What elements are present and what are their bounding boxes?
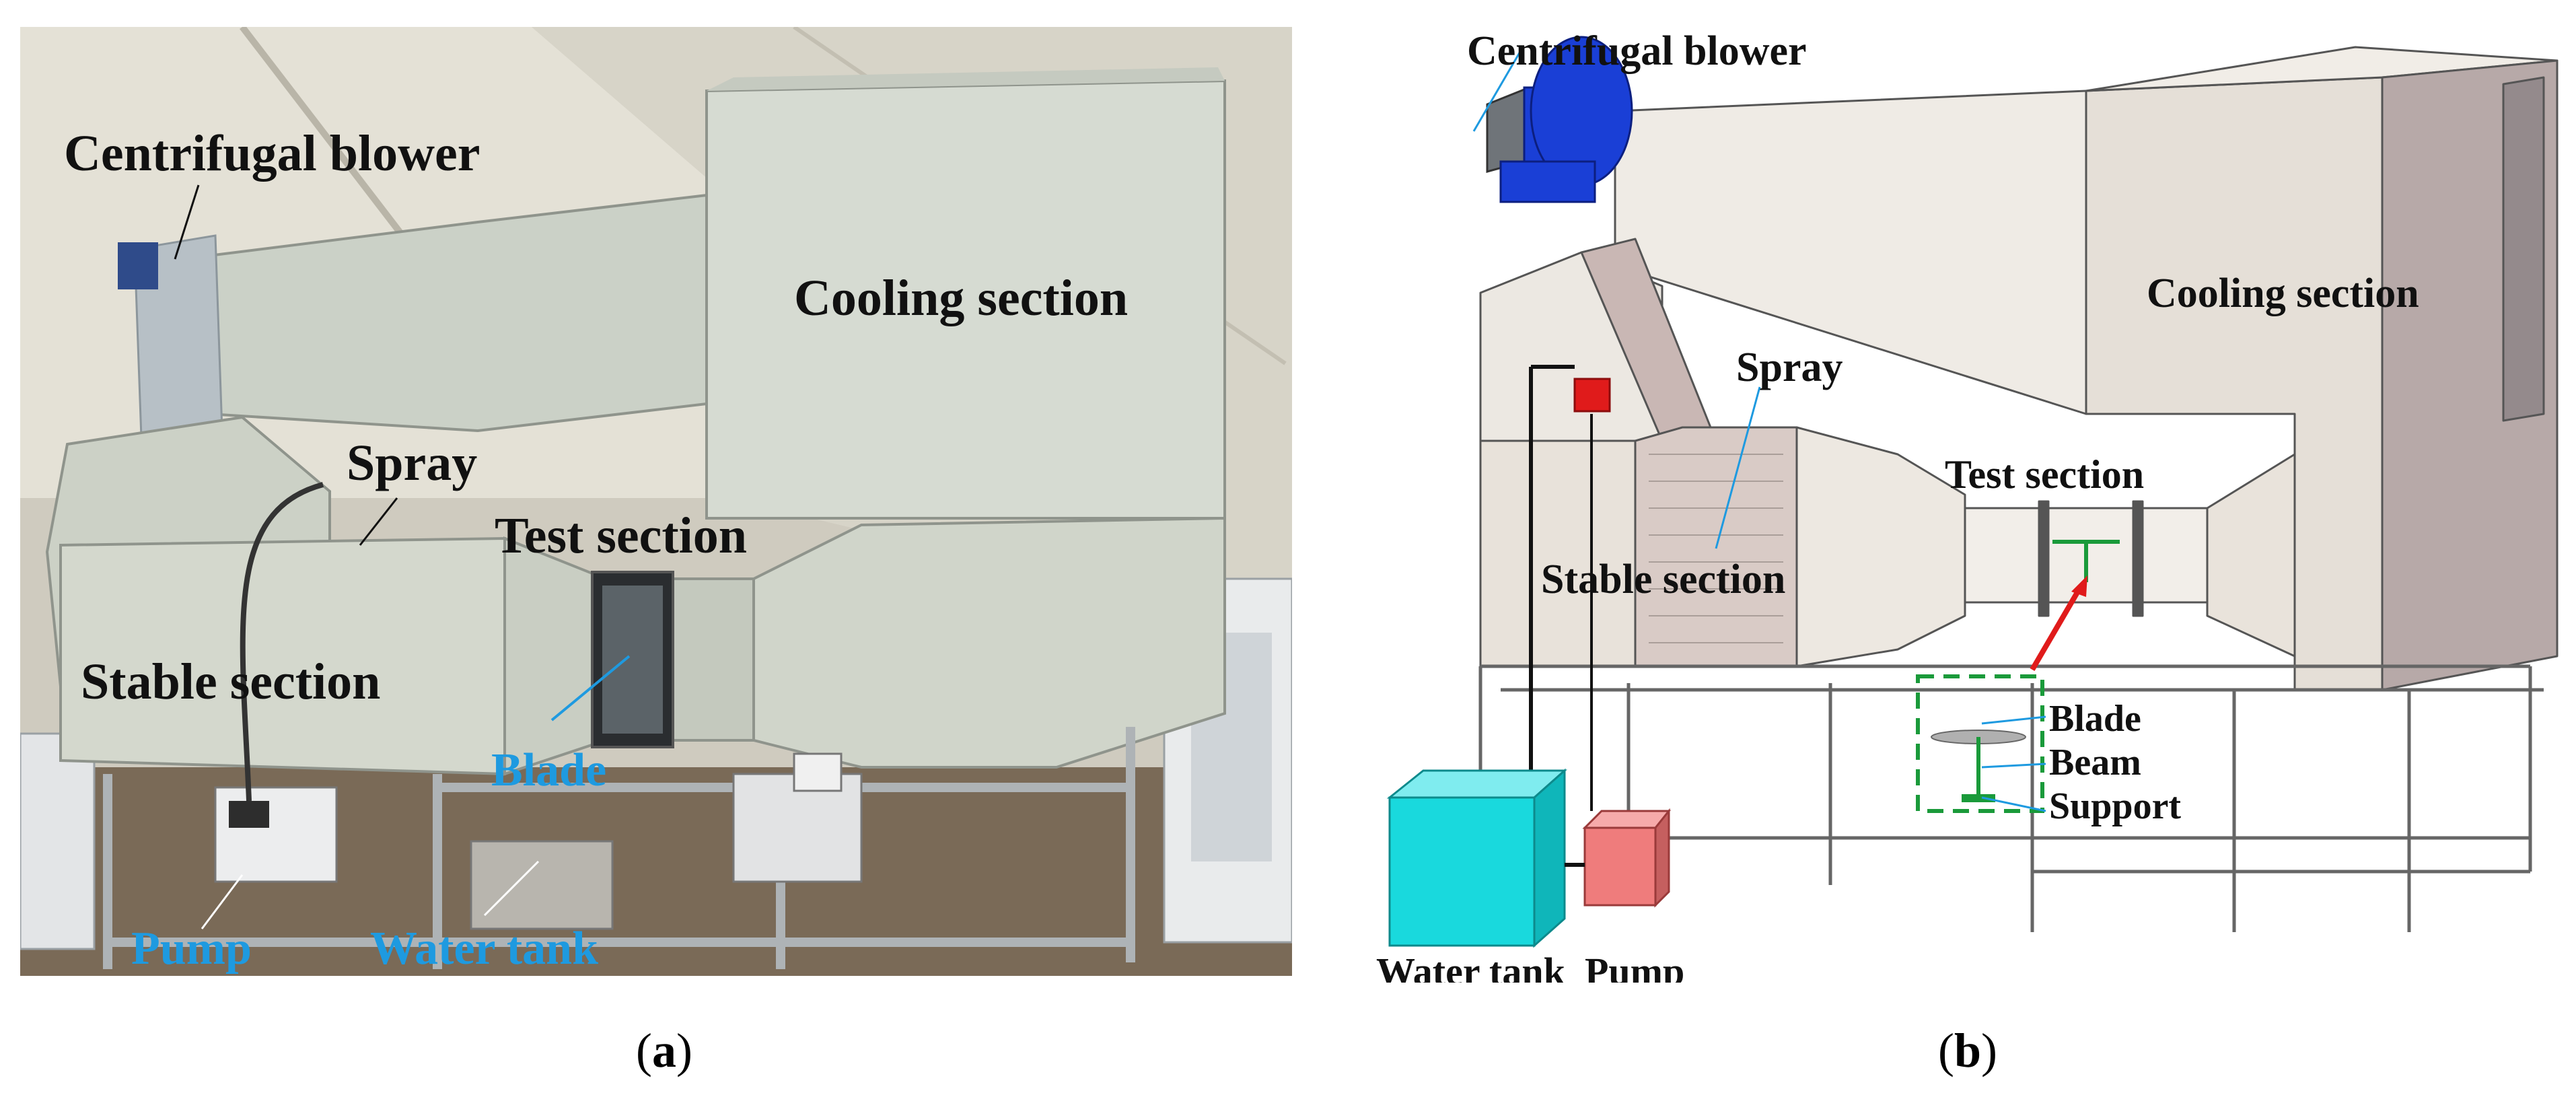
- water-tank-unit: [470, 840, 614, 930]
- zoom-arrow-head: [2071, 575, 2087, 597]
- leader-blower: [174, 184, 200, 260]
- rear-diffuser: [2206, 453, 2296, 658]
- upper-diffuser: [1614, 90, 2087, 415]
- label-test-section: Test section: [495, 507, 748, 564]
- zoom-arrow: [2030, 587, 2082, 672]
- caption-a-letter: a: [651, 1024, 676, 1078]
- label-water-tank: Water tank: [370, 923, 598, 975]
- label-support: Support: [2049, 785, 2182, 827]
- leader-blower: [1472, 50, 1522, 132]
- blower-motor: [1486, 87, 1526, 173]
- table-frame: [1478, 664, 2544, 932]
- caption-a-close: ): [676, 1024, 692, 1078]
- label-spray: Spray: [347, 435, 478, 491]
- leader-support: [1981, 796, 2046, 812]
- schematic-scene: [1386, 36, 2559, 948]
- label-cooling-section: Cooling section: [2147, 271, 2419, 316]
- label-spray: Spray: [1736, 345, 1843, 390]
- label-water-tank: Water tank: [1376, 950, 1565, 983]
- caption-a: (a): [636, 1023, 692, 1079]
- return-duct: [752, 516, 1226, 769]
- label-test-section: Test section: [1945, 452, 2145, 497]
- label-pump: Pump: [1585, 950, 1685, 983]
- left-equipment: [20, 732, 96, 950]
- caption-b-open: (: [1938, 1024, 1954, 1078]
- cooling-box-top: [707, 67, 1225, 91]
- leader-beam: [1981, 763, 2046, 769]
- leader-pump: [201, 874, 244, 929]
- label-blade: Blade: [491, 744, 607, 796]
- leader-blade: [1981, 715, 2046, 725]
- caption-b: (b): [1938, 1023, 1997, 1079]
- cooling-section-side-panel: [2502, 76, 2545, 422]
- pump-front: [1583, 826, 1657, 907]
- spray-nozzle-box: [1573, 378, 1611, 413]
- leader-spray: [359, 497, 398, 546]
- label-blade: Blade: [2049, 698, 2141, 740]
- water-tank-front: [1388, 796, 1536, 947]
- leader-water-tank: [483, 860, 540, 917]
- stable-section-front: [1479, 439, 1637, 668]
- water-tank-side: [1533, 768, 1566, 948]
- spray-hose: [240, 482, 324, 802]
- label-centrifugal-blower: Centrifugal blower: [64, 125, 480, 182]
- test-flange-2: [2132, 500, 2144, 617]
- contraction: [503, 536, 607, 776]
- spray-grid: [1649, 454, 1783, 643]
- pump-side: [1654, 808, 1670, 908]
- caption-b-close: ): [1981, 1024, 1998, 1078]
- panel-a-photo: Centrifugal blower Cooling section Spray…: [20, 27, 1292, 976]
- label-beam: Beam: [2049, 742, 2141, 783]
- inset-support: [1962, 794, 1995, 802]
- blower-base: [1499, 160, 1596, 203]
- label-stable-section: Stable section: [1541, 557, 1786, 602]
- label-stable-section: Stable section: [81, 654, 381, 710]
- meter: [793, 752, 843, 792]
- label-pump: Pump: [131, 923, 252, 975]
- test-flange-1: [2038, 500, 2050, 617]
- leader-spray: [1715, 386, 1761, 549]
- contraction-nozzle: [1795, 426, 1966, 668]
- leader-blade: [550, 655, 631, 721]
- caption-a-open: (: [636, 1024, 652, 1078]
- test-window-glass: [602, 586, 663, 734]
- photo-scene: [20, 27, 1292, 976]
- caption-b-letter: b: [1954, 1024, 1982, 1078]
- power-supply: [732, 773, 863, 883]
- pump-panel: [229, 801, 269, 828]
- label-cooling-section: Cooling section: [794, 270, 1129, 326]
- blower-motor: [118, 242, 158, 289]
- inset-box: [1916, 674, 2044, 813]
- label-centrifugal-blower: Centrifugal blower: [1467, 28, 1807, 74]
- panel-b-schematic: Centrifugal blower Cooling section Spray…: [1359, 10, 2564, 983]
